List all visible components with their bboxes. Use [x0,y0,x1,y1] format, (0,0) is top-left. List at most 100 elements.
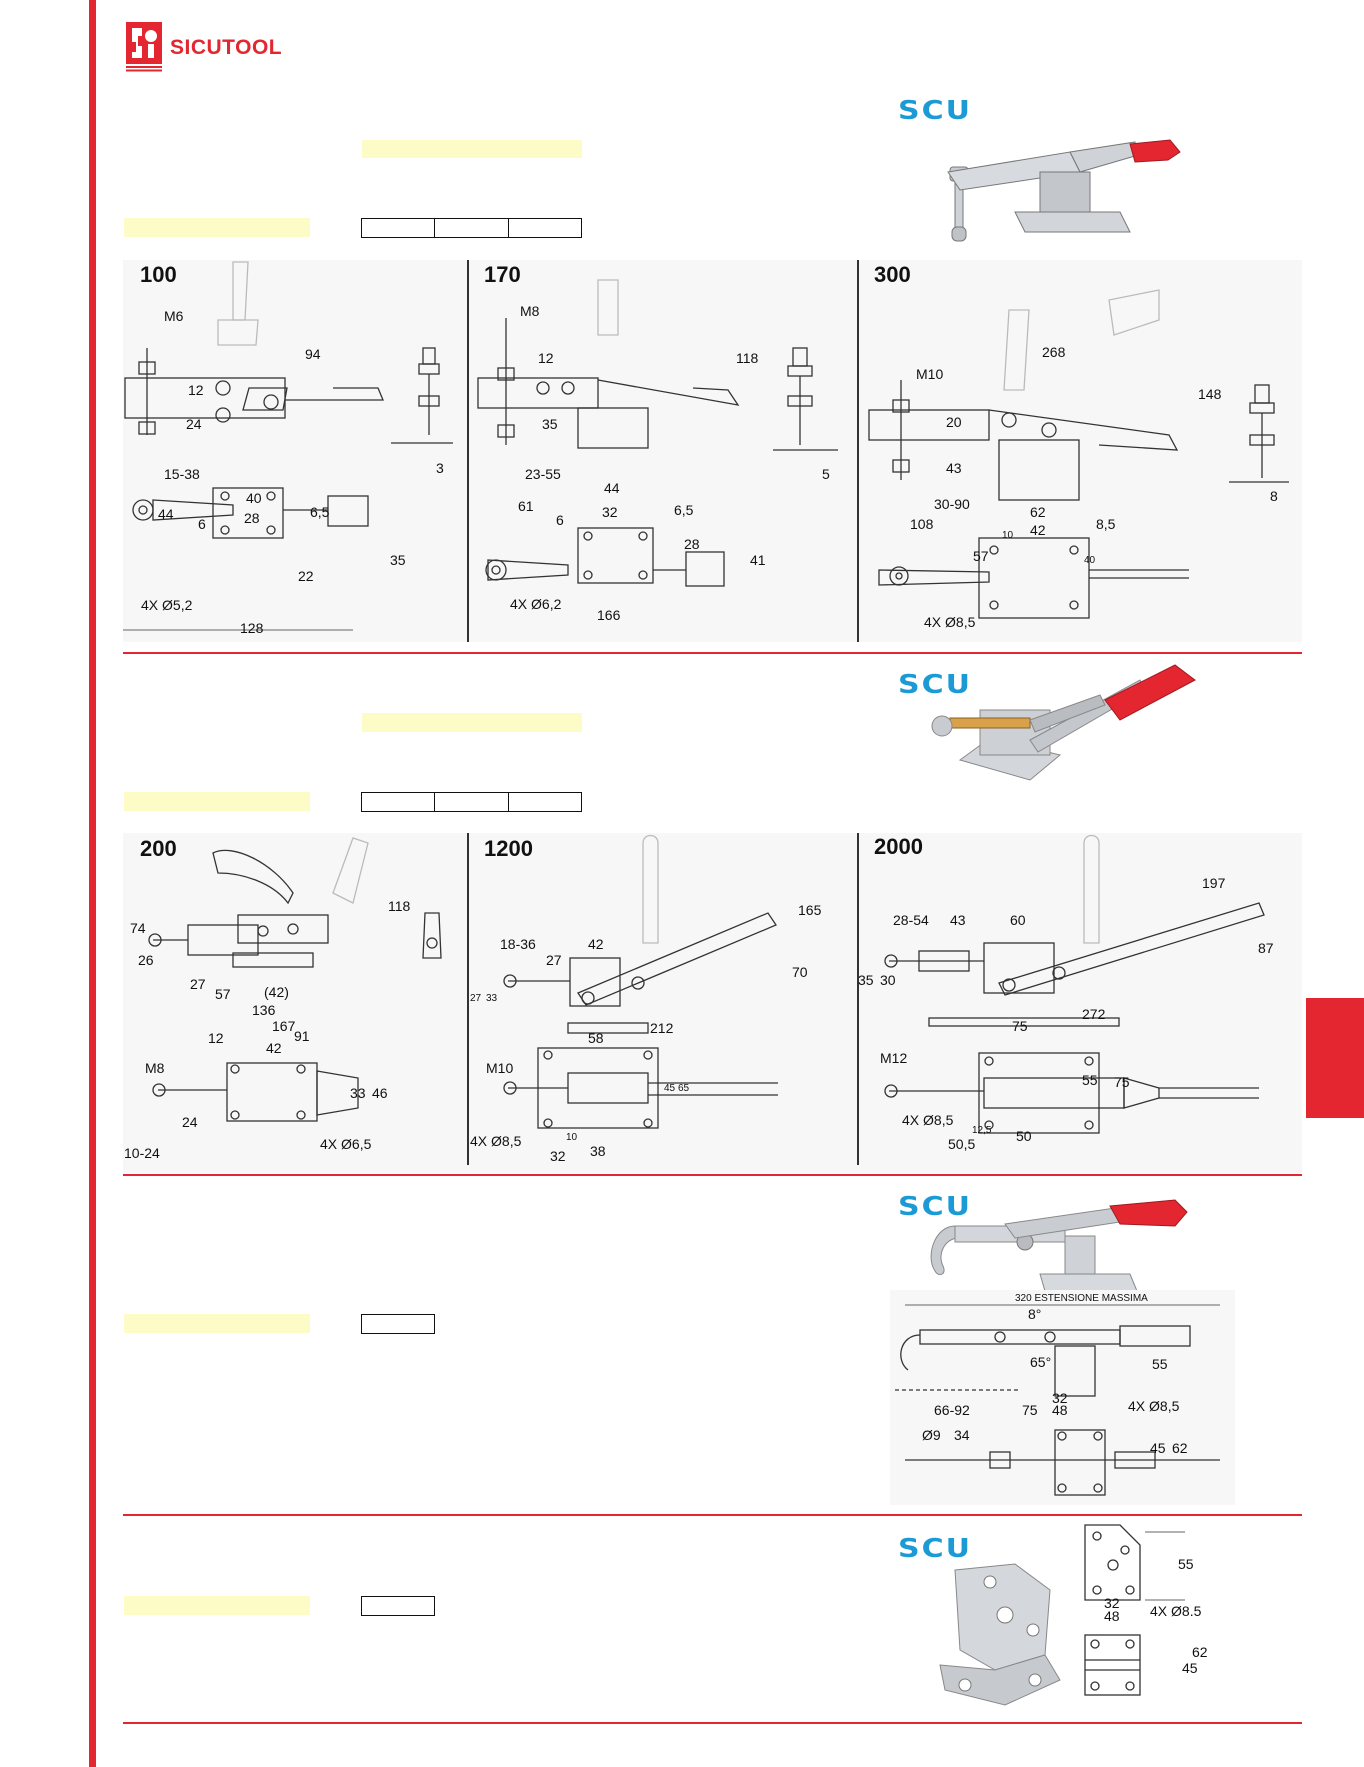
dimension-label: M8 [145,1060,165,1076]
dimension-label: 24 [186,416,202,432]
yellow-label-bar [124,1314,310,1333]
dimension-label: 45 [664,1083,676,1094]
dimension-label: 75 [1022,1402,1038,1418]
dimension-label: (42) [264,984,289,1000]
dimension-label: 43 [946,460,962,476]
dimension-label: 6,5 [674,502,694,518]
panel-divider [857,260,859,642]
dimension-label: M8 [520,303,540,319]
dimension-label: Ø9 [922,1427,941,1443]
technical-drawing-100 [123,261,453,631]
dimension-label: 4X Ø5,2 [141,597,193,613]
scu-badge: SCU [898,670,972,700]
dimension-label: 32 [1052,1390,1068,1406]
technical-drawing-300 [868,289,1289,619]
dimension-label: 30 [880,972,896,988]
dimension-label: 320 ESTENSIONE MASSIMA [1015,1293,1148,1304]
dimension-label: 43 [950,912,966,928]
dimension-label: 75 [1114,1074,1130,1090]
dimension-label: 48 [1052,1402,1068,1418]
technical-drawing-200 [148,837,442,1122]
dimension-label: 148 [1198,386,1222,402]
dimension-label: 166 [597,607,621,623]
dimension-label: 60 [1010,912,1026,928]
dimension-label: 40 [1084,555,1096,566]
dimension-label: M12 [880,1050,908,1066]
dimension-label: 42 [588,936,604,952]
dimension-label: 4X Ø8,5 [924,614,976,630]
dimension-label: 35 [858,972,874,988]
dimension-label: 91 [294,1028,310,1044]
technical-drawing-1200 [503,834,778,1129]
spec-table [361,218,582,238]
dimension-label: 8 [1270,488,1278,504]
dimension-label: 12 [538,350,554,366]
dimension-label: 75 [1012,1018,1028,1034]
dimension-label: 66-92 [934,1402,970,1418]
product-photo-push-pull-clamp [931,664,1196,781]
product-photo-bracket [939,1563,1061,1706]
dimension-label: 272 [1082,1006,1106,1022]
model-label-200: 200 [140,836,177,861]
yellow-label-bar [124,218,310,237]
dimension-label: 24 [182,1114,198,1130]
dimension-label: 4X Ø8,5 [902,1112,954,1128]
dimension-label: 32 [602,504,618,520]
dimension-label: 61 [518,498,534,514]
dimension-label: 42 [1030,522,1046,538]
dimension-label: M10 [486,1060,514,1076]
dimension-label: 44 [604,480,620,496]
dimension-label: 42 [266,1040,282,1056]
dimension-label: M6 [164,308,184,324]
dimension-label: 197 [1202,875,1226,891]
dimension-label: 118 [388,898,411,914]
dimension-label: 35 [542,416,558,432]
drawing-panel-row-2 [123,833,1302,1173]
dimension-label: 87 [1258,940,1274,956]
dimension-label: 94 [305,346,321,362]
dimension-label: 57 [215,986,231,1002]
dimension-label: 28-54 [893,912,929,928]
dimension-label: 58 [588,1030,604,1046]
yellow-label-bar [124,792,310,811]
dimension-label: 28 [244,510,260,526]
dimension-label: 167 [272,1018,296,1034]
dimension-label: 74 [130,920,146,936]
dimension-label: 118 [736,350,759,366]
section-divider [123,1722,1302,1724]
dimension-label: 6 [556,512,564,528]
spec-table [361,1314,435,1334]
dimension-label: 50 [1016,1128,1032,1144]
dimension-label: 10-24 [124,1145,160,1161]
scu-badge: SCU [898,96,972,126]
dimension-label: 4X Ø8,5 [470,1133,522,1149]
brand-name: SICUTOOL [170,36,283,59]
dimension-label: 34 [954,1427,970,1443]
dimension-label: 62 [1172,1440,1188,1456]
left-red-edge-bar [89,0,96,1767]
yellow-label-bar [124,1596,310,1615]
dimension-label: 44 [158,506,174,522]
dimension-label: 4X Ø8.5 [1150,1603,1202,1619]
dimension-label: 41 [750,552,766,568]
dimension-label: 62 [1192,1644,1208,1660]
product-photo-latch-clamp [930,1199,1188,1292]
dimension-label: 6,5 [310,504,330,520]
dimension-label: 33 [350,1085,366,1101]
dimension-label: 18-36 [500,936,536,952]
product-photo-horizontal-clamp [947,139,1181,242]
model-label-300: 300 [874,262,911,287]
dimension-label: 6 [198,516,206,532]
dimension-label: 27 [546,952,562,968]
dimension-label: 8,5 [1096,516,1116,532]
dimension-label: 22 [298,568,314,584]
section-divider [123,652,1302,654]
model-label-2000: 2000 [874,834,923,859]
dimension-label: 45 [1150,1440,1166,1456]
dimension-label: 12 [208,1030,224,1046]
dimension-label: 15-38 [164,466,200,482]
yellow-title-bar [362,140,582,158]
dimension-label: 40 [246,490,262,506]
dimension-label: 65 [678,1083,690,1094]
panel-divider [467,260,469,642]
